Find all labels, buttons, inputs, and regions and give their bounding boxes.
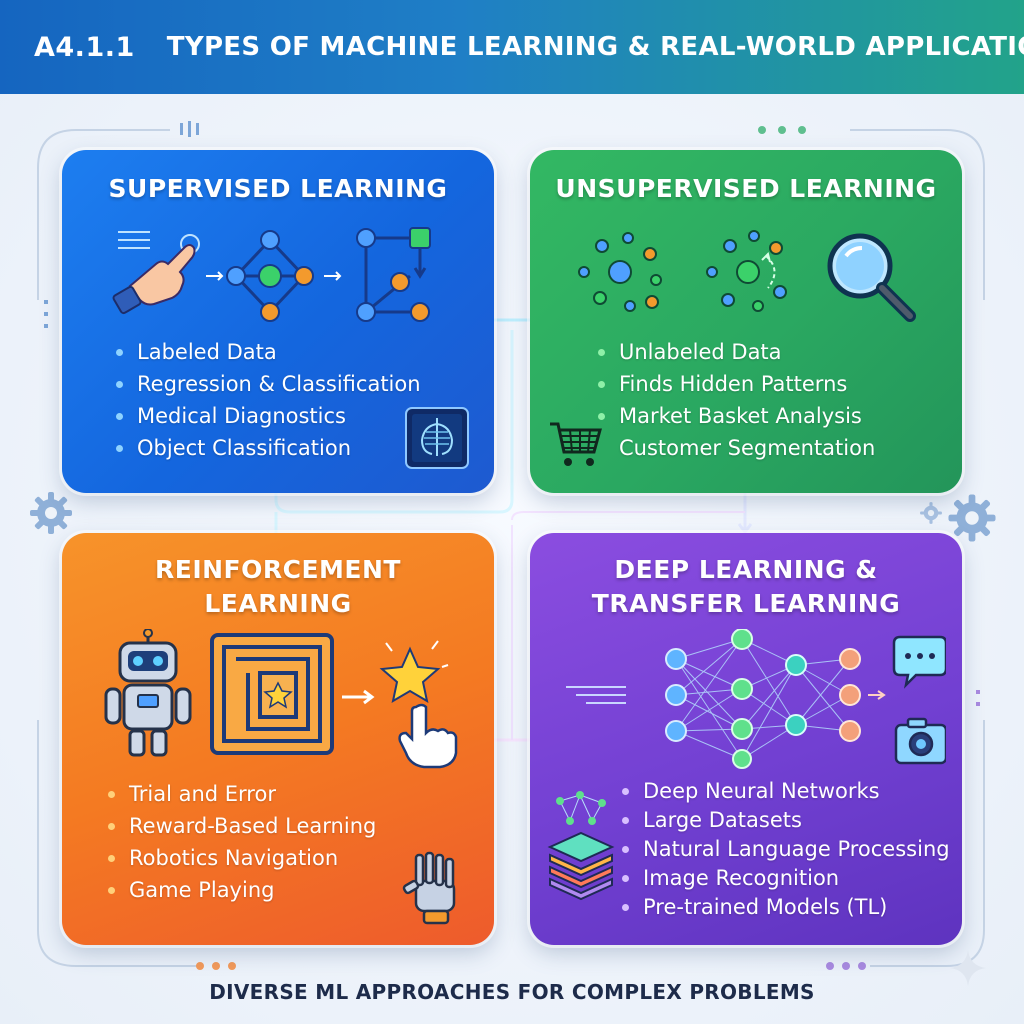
list-item: Image Recognition [622, 864, 950, 893]
cluster-icon [706, 230, 787, 312]
list-item: Game Playing [108, 874, 376, 906]
graph-nodes-icon [226, 230, 314, 322]
section-code: A4.1.1 [34, 31, 135, 63]
footer-tagline: DIVERSE ML APPROACHES FOR COMPLEX PROBLE… [209, 980, 815, 1004]
list-item: Finds Hidden Patterns [598, 368, 875, 400]
layers-icon [547, 791, 615, 901]
header-banner: A4.1.1 TYPES OF MACHINE LEARNING & REAL-… [0, 0, 1024, 94]
sparkle-icon [950, 950, 986, 986]
camera-icon [894, 717, 946, 765]
list-item: Pre-trained Models (TL) [622, 893, 950, 922]
unsupervised-diagram [578, 230, 916, 322]
card-supervised-learning: SUPERVISED LEARNING [62, 150, 494, 493]
list-item: Customer Segmentation [619, 436, 876, 460]
supervised-diagram [112, 227, 431, 322]
card-title-line2: LEARNING [204, 589, 352, 618]
cluster-icon [578, 232, 662, 312]
list-item: Reward-Based Learning [108, 810, 376, 842]
hand-pointer-icon [112, 231, 200, 315]
list-item: Object Classification [116, 432, 421, 464]
star-icon [379, 640, 449, 704]
gear-icon [30, 492, 72, 534]
list-item: Trial and Error [108, 778, 376, 810]
card-title: SUPERVISED LEARNING [108, 174, 448, 203]
maze-icon [210, 633, 334, 755]
hand-pointer-icon [398, 703, 458, 769]
list-item: Robotics Navigation [108, 842, 376, 874]
card-unsupervised-learning: UNSUPERVISED LEARNING [530, 150, 962, 493]
list-item: Natural Language Processing [622, 835, 950, 864]
list-item: Deep Neural Networks [622, 777, 950, 806]
cart-icon [550, 422, 602, 466]
card-title-line1: REINFORCEMENT [155, 555, 401, 584]
card-reinforcement-learning: REINFORCEMENT LEARNING [62, 533, 494, 945]
deep-learning-diagram [566, 629, 946, 769]
card-title: UNSUPERVISED LEARNING [555, 174, 937, 203]
unsupervised-bullets: Unlabeled Data Finds Hidden Patterns Mar… [598, 336, 875, 464]
card-title-line2: TRANSFER LEARNING [591, 589, 901, 618]
neural-network-icon [566, 629, 886, 769]
top-tick-marks [44, 121, 980, 970]
reinforcement-diagram [104, 629, 458, 769]
gear-icon [948, 494, 996, 542]
deep-bullets: Deep Neural Networks Large Datasets Natu… [622, 777, 950, 922]
list-item: Market Basket Analysis [598, 400, 875, 432]
flow-nodes-icon [356, 227, 431, 322]
xray-icon [405, 407, 469, 469]
list-item: Regression & Classification [116, 368, 421, 400]
list-item: Medical Diagnostics [116, 400, 421, 432]
chat-bubble-icon [892, 635, 946, 689]
robot-hand-icon [402, 851, 456, 925]
list-item: Unlabeled Data [598, 336, 875, 368]
magnifier-icon [827, 233, 916, 322]
page-title: TYPES OF MACHINE LEARNING & REAL-WORLD A… [166, 32, 1024, 62]
supervised-bullets: Labeled Data Regression & Classification… [116, 336, 421, 464]
gear-icon [920, 502, 942, 524]
reinforcement-bullets: Trial and Error Reward-Based Learning Ro… [108, 778, 376, 906]
list-item: Labeled Data [116, 336, 421, 368]
list-item: Large Datasets [622, 806, 950, 835]
card-deep-learning: DEEP LEARNING & TRANSFER LEARNING [530, 533, 962, 945]
card-title-line1: DEEP LEARNING & [614, 555, 878, 584]
robot-icon [104, 629, 192, 757]
